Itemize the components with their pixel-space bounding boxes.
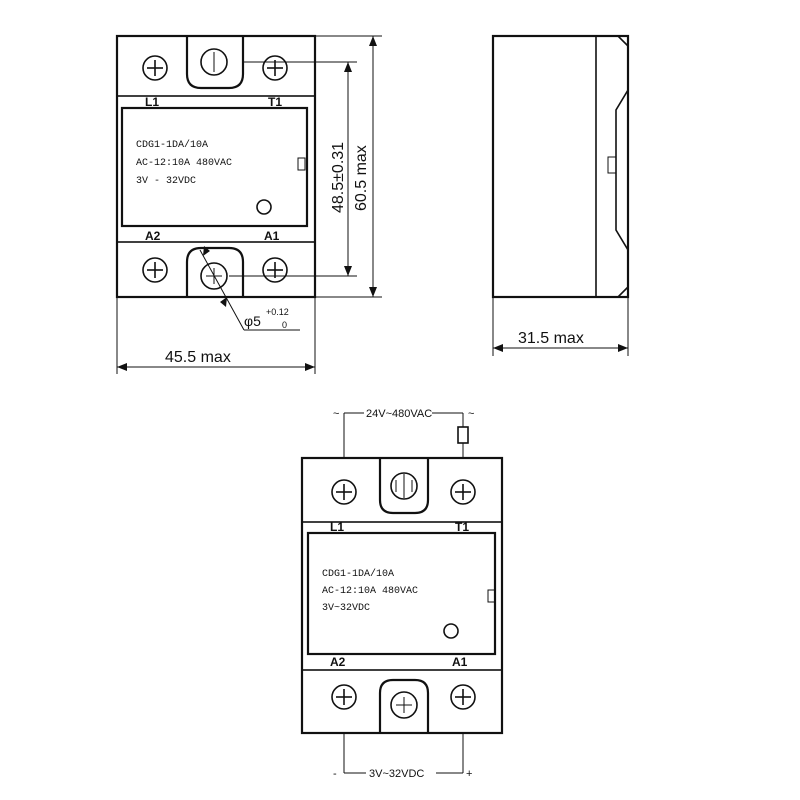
front-label-plate xyxy=(120,106,309,228)
front-middle-band xyxy=(116,95,316,243)
terminal-t1: T1 xyxy=(455,520,469,534)
front-bottom-hole xyxy=(200,262,228,290)
label-model: CDG1-1DA/10A xyxy=(136,139,208,151)
load-left-symbol: ~ xyxy=(333,408,339,420)
terminal-a1: A1 xyxy=(264,229,280,243)
screw-icon xyxy=(142,55,168,81)
load-icon xyxy=(457,426,469,444)
terminal-t1: T1 xyxy=(268,95,282,109)
screw-icon xyxy=(450,479,476,505)
dim-hole-tol-lower: 0 xyxy=(282,320,287,330)
label-model: CDG1-1DA/10A xyxy=(322,568,394,580)
control-minus: - xyxy=(333,768,337,780)
wiring-middle-band xyxy=(301,521,503,671)
label-control: 3V - 32VDC xyxy=(136,176,196,187)
screw-icon xyxy=(450,684,476,710)
dim-hole-pitch: 48.5±0.31 xyxy=(330,142,347,213)
label-rating: AC-12:10A 480VAC xyxy=(136,158,232,169)
dim-width: 45.5 max xyxy=(165,349,231,366)
terminal-a2: A2 xyxy=(145,229,161,243)
wiring-top-notch xyxy=(378,458,430,515)
terminal-l1: L1 xyxy=(330,520,344,534)
screw-icon xyxy=(142,257,168,283)
side-view-profile xyxy=(596,35,629,298)
terminal-l1: L1 xyxy=(145,95,159,109)
dim-depth: 31.5 max xyxy=(518,330,584,347)
load-supply-label: 24V~480VAC xyxy=(366,408,432,420)
front-top-hole xyxy=(200,48,228,76)
screw-icon xyxy=(331,479,357,505)
screw-icon xyxy=(262,257,288,283)
front-view: L1 T1 A2 A1 CDG1-1DA/10A AC-12:10A 480VA… xyxy=(115,34,382,374)
front-top-notch xyxy=(185,36,245,90)
terminal-a2: A2 xyxy=(330,655,346,669)
front-bottom-notch xyxy=(185,246,245,297)
side-view: 31.5 max xyxy=(491,34,630,356)
screw-icon xyxy=(262,55,288,81)
wiring-bottom-notch xyxy=(378,678,430,733)
dim-height: 60.5 max xyxy=(353,145,370,211)
side-view-body xyxy=(491,34,630,299)
screw-icon xyxy=(331,684,357,710)
dim-hole-diameter: φ5 xyxy=(244,313,261,329)
control-supply-label: 3V~32VDC xyxy=(369,768,424,780)
wiring-diagram: ~ 24V~480VAC ~ L1 xyxy=(300,408,504,780)
control-plus: + xyxy=(466,768,472,780)
label-control: 3V~32VDC xyxy=(322,603,370,614)
led-indicator xyxy=(443,623,459,639)
dim-hole-tol-upper: +0.12 xyxy=(266,307,289,317)
label-rating: AC-12:10A 480VAC xyxy=(322,586,418,597)
terminal-a1: A1 xyxy=(452,655,468,669)
led-indicator xyxy=(256,199,272,215)
load-right-symbol: ~ xyxy=(468,408,474,420)
